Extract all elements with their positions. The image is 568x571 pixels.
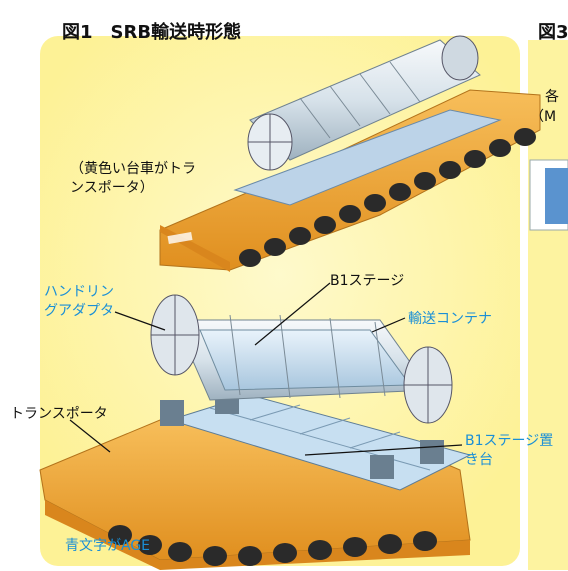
label-b1-stage: B1ステージ (330, 273, 405, 289)
figure3-title: 図3 (538, 22, 568, 43)
figure3-text-1: 各 (545, 89, 559, 105)
figure1-title: 図1 SRB輸送時形態 (62, 22, 242, 43)
label-transporter: トランスポータ (10, 406, 108, 422)
figure1-note: （黄色い台車がトランスポータ） (70, 161, 196, 196)
assembled-transporter (159, 35, 541, 272)
legend-age: 青文字がAGE (65, 538, 151, 554)
transport-container-exploded (150, 294, 453, 424)
label-transport-container: 輸送コンテナ (408, 311, 492, 327)
b1-stage-stand (160, 392, 472, 491)
label-b1-stage-stand: B1ステージ置き台 (465, 433, 554, 468)
figure3-text-2: （M (530, 109, 557, 125)
label-handling-adapter: ハンドリングアダプタ (44, 284, 114, 319)
